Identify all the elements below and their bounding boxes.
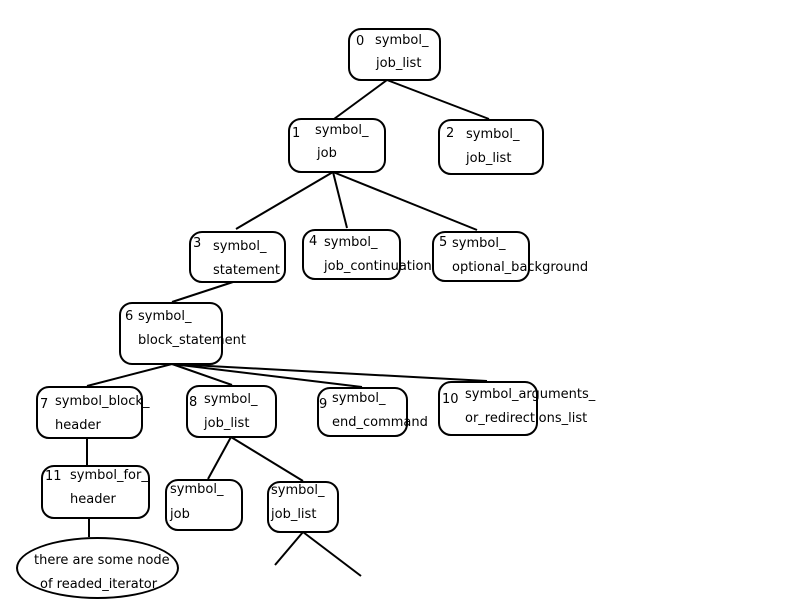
note-ellipse	[16, 537, 179, 599]
node-job-list-label-line2: job_list	[271, 507, 317, 522]
node-3-label-line2: statement	[213, 263, 280, 278]
node-6	[119, 302, 223, 365]
node-2-label-line1: symbol_	[466, 127, 520, 142]
node-10-id: 10	[442, 392, 459, 407]
node-7-id: 7	[40, 397, 49, 412]
node-1-id: 1	[292, 126, 301, 141]
node-job-label-line1: symbol_	[170, 482, 224, 497]
node-0-label-line1: symbol_	[375, 33, 429, 48]
node-8-label-line1: symbol_	[204, 392, 258, 407]
edge-8-12	[207, 436, 232, 480]
node-1-label-line1: symbol_	[315, 123, 369, 138]
node-job-list-label-line1: symbol_	[271, 483, 325, 498]
node-5-id: 5	[439, 235, 448, 250]
edge-8-13	[230, 436, 304, 482]
edge-6-8	[171, 363, 233, 386]
node-9-id: 9	[319, 397, 328, 412]
node-2	[438, 119, 544, 175]
node-1	[288, 118, 386, 173]
edge-13-left	[274, 531, 304, 566]
node-job	[165, 479, 243, 531]
node-4	[302, 229, 401, 280]
edge-6-9	[171, 363, 363, 388]
node-0-id: 0	[356, 34, 365, 49]
node-11-label-line1: symbol_for_	[70, 468, 148, 483]
node-10-label-line2: or_redirections_list	[465, 411, 588, 426]
node-6-label-line1: symbol_	[138, 309, 192, 324]
node-6-label-line2: block_statement	[138, 333, 246, 348]
node-7-label-line1: symbol_block_	[55, 394, 150, 409]
node-6-id: 6	[125, 309, 134, 324]
edge-1-3	[235, 171, 334, 230]
node-job-label-line2: job	[170, 507, 190, 522]
node-job-list	[267, 481, 339, 533]
node-7-label-line2: header	[55, 418, 101, 433]
node-2-label-line2: job_list	[466, 151, 512, 166]
node-5-label-line1: symbol_	[452, 236, 506, 251]
edge-6-10	[171, 363, 488, 382]
node-4-label-line2: job_continuation	[324, 259, 432, 274]
node-8-id: 8	[189, 395, 198, 410]
node-0	[348, 28, 441, 81]
node-3-label-line1: symbol_	[213, 239, 267, 254]
node-11	[41, 465, 150, 519]
node-4-label-line1: symbol_	[324, 235, 378, 250]
node-9	[317, 387, 408, 437]
edge-1-5	[332, 171, 478, 231]
edge-0-2	[386, 79, 490, 120]
node-7	[36, 386, 143, 439]
node-8	[186, 385, 277, 438]
node-2-id: 2	[446, 126, 455, 141]
edge-13-right	[302, 531, 362, 577]
node-9-label-line1: symbol_	[332, 391, 386, 406]
node-5-label-line2: optional_background	[452, 260, 589, 275]
node-10	[438, 381, 538, 436]
node-9-label-line2: end_command	[332, 415, 428, 430]
node-0-label-line2: job_list	[376, 56, 422, 71]
note-line2: of readed_iterator	[40, 577, 158, 592]
node-11-id: 11	[45, 469, 62, 484]
note-line1: there are some node	[34, 553, 170, 568]
node-4-id: 4	[309, 234, 318, 249]
node-3-id: 3	[193, 236, 202, 251]
edge-6-7	[86, 363, 173, 387]
edge-3-6	[171, 281, 234, 303]
node-3	[189, 231, 286, 283]
node-1-label-line2: job	[317, 146, 337, 161]
node-8-label-line2: job_list	[204, 416, 250, 431]
edge-1-4	[332, 171, 348, 229]
node-5	[432, 231, 530, 282]
node-11-label-line2: header	[70, 492, 116, 507]
node-10-label-line1: symbol_arguments_	[465, 387, 596, 402]
edge-0-1	[333, 79, 388, 120]
